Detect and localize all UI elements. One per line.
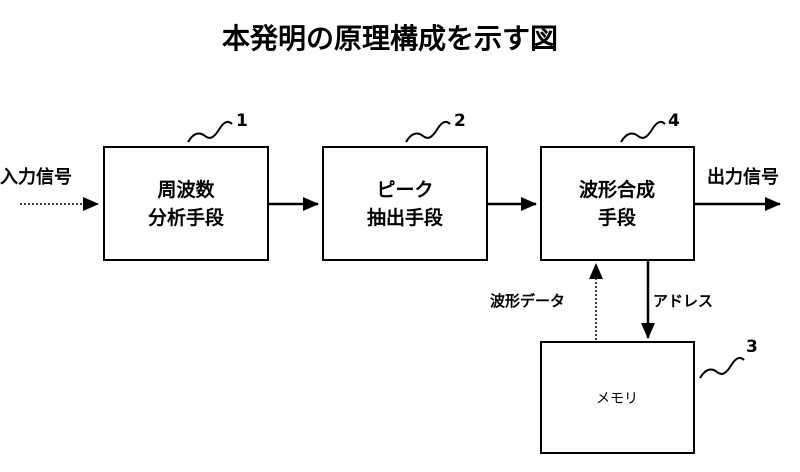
address-label: アドレス bbox=[653, 292, 713, 310]
memory-block bbox=[540, 341, 695, 454]
frequency-analysis-block bbox=[103, 146, 269, 261]
waveform-synthesis-block bbox=[540, 146, 695, 261]
memory-label: メモリ bbox=[596, 391, 638, 407]
peak-extraction-label-line2: 抽出手段 bbox=[367, 206, 444, 229]
frequency-analysis-label-line1: 周波数 bbox=[157, 178, 215, 201]
waveform-data-label: 波形データ bbox=[490, 292, 565, 310]
waveform-synthesis-label-line1: 波形合成 bbox=[579, 178, 655, 201]
frequency-analysis-number: 1 bbox=[236, 111, 248, 131]
output-signal-label: 出力信号 bbox=[707, 166, 779, 188]
waveform-synthesis-number: 4 bbox=[668, 111, 680, 131]
peak-extraction-label-line1: ピーク bbox=[376, 179, 433, 201]
frequency-analysis-leader-line bbox=[187, 120, 233, 143]
waveform-synthesis-leader-line bbox=[620, 120, 666, 143]
waveform-synthesis-label-line2: 手段 bbox=[598, 206, 637, 229]
input-signal-label: 入力信号 bbox=[0, 166, 72, 188]
peak-extraction-leader-line bbox=[405, 120, 451, 143]
memory-leader-line bbox=[699, 356, 745, 379]
frequency-analysis-label-line2: 分析手段 bbox=[148, 206, 225, 229]
memory-number: 3 bbox=[746, 337, 758, 357]
diagram-title: 本発明の原理構成を示す図 bbox=[222, 22, 558, 55]
peak-extraction-block bbox=[322, 146, 488, 261]
peak-extraction-number: 2 bbox=[454, 111, 466, 131]
